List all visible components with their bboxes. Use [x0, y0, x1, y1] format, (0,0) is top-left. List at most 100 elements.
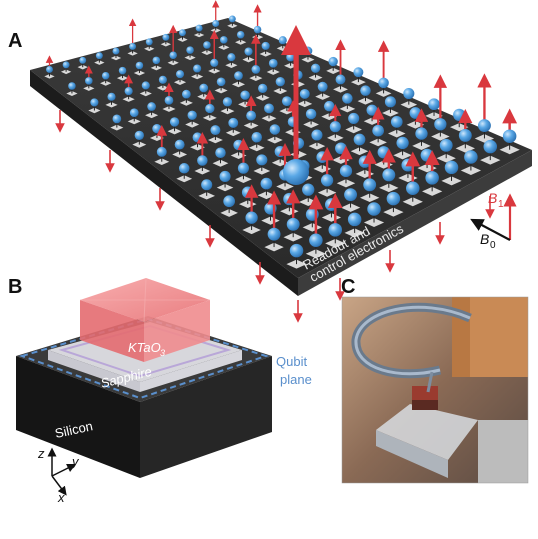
qubit-cell — [110, 114, 124, 131]
qubit-sphere — [169, 117, 180, 127]
qubit-sphere — [406, 181, 420, 195]
qubit-sphere — [367, 202, 381, 216]
qubit-sphere — [347, 212, 362, 227]
qubit-sphere — [197, 155, 208, 166]
qubit-sphere — [147, 102, 156, 111]
qubit-sphere — [256, 154, 268, 166]
qubit-cell — [436, 138, 456, 163]
qubit-cell — [133, 61, 146, 76]
qubit-sphere — [320, 174, 334, 187]
qubit-sphere — [175, 70, 185, 79]
qubit-cell — [44, 55, 55, 79]
qubit-cell — [357, 85, 374, 105]
qubit-pad — [220, 108, 235, 115]
qubit-cell — [480, 139, 501, 165]
qubit-cell — [383, 191, 404, 217]
qubit-cell — [266, 58, 280, 75]
qubit-sphere — [237, 162, 249, 174]
qubit-cell — [283, 189, 303, 242]
qubit-sphere — [372, 124, 384, 137]
qubit-cell — [412, 108, 431, 150]
qubit-sphere — [90, 98, 99, 107]
qubit-sphere — [215, 147, 226, 159]
qubit-pad — [225, 129, 241, 137]
qubit-sphere — [444, 160, 459, 175]
qubit-cell — [83, 65, 95, 91]
qubit-sphere — [101, 71, 110, 80]
qubit-sphere — [158, 75, 167, 84]
qubit-cell — [132, 130, 147, 148]
bottom-arrows — [55, 110, 495, 323]
qubit-cell — [400, 87, 418, 109]
qubit-cell — [139, 81, 152, 97]
qubit-cell — [167, 24, 179, 66]
qubit-cell — [225, 117, 241, 137]
x-axis — [51, 475, 67, 496]
qubit-pad — [336, 179, 356, 188]
qubit-cell — [242, 184, 261, 235]
qubit-sphere — [439, 138, 453, 152]
qubit-sphere — [261, 41, 270, 50]
qubit-cell — [369, 106, 387, 147]
panel-b-device: KTaO 3 Sapphire Silicon Qubit plane — [16, 277, 312, 478]
qubit-sphere — [353, 133, 366, 146]
qubit-sphere — [396, 136, 409, 150]
qubit-pad — [345, 125, 363, 134]
qubit-cell — [194, 131, 211, 175]
qubit-sphere — [458, 128, 472, 142]
qubit-sphere — [145, 38, 153, 46]
qubit-sphere — [286, 217, 300, 231]
qubit-cell — [315, 81, 331, 100]
qubit-sphere — [409, 107, 422, 119]
qubit-sphere — [95, 52, 103, 60]
qubit-cell — [145, 102, 159, 119]
qubit-pad — [105, 102, 118, 108]
qubit-sphere — [124, 87, 133, 96]
qubit-cell — [255, 83, 270, 101]
qubit-sphere — [258, 83, 268, 94]
panel-a-letter: A — [8, 30, 23, 52]
qubit-cell — [127, 108, 141, 125]
qubit-sphere — [403, 87, 415, 100]
qubit-sphere — [363, 178, 377, 192]
b1-subscript: 1 — [498, 199, 504, 210]
qubit-cell — [242, 47, 255, 63]
qubit-sphere — [169, 51, 177, 59]
qubit-sphere — [234, 71, 243, 80]
field-axes: B 1 B 0 — [470, 190, 517, 251]
qubit-sphere — [305, 108, 317, 120]
qubit-cell — [177, 29, 188, 42]
qubit-sphere — [112, 114, 122, 124]
qubit-cell — [253, 154, 271, 175]
b0-label: B — [480, 231, 489, 247]
qubit-array — [44, 0, 520, 269]
qubit-sphere — [353, 67, 364, 78]
qubit-sphere — [386, 191, 401, 206]
qubit-sphere — [428, 98, 440, 111]
qubit-sphere — [378, 77, 389, 89]
qubit-sphere — [222, 97, 233, 107]
b0-subscript: 0 — [490, 240, 496, 251]
qubit-sphere — [335, 142, 347, 155]
qubit-sphere — [152, 123, 162, 134]
qubit-sphere — [323, 100, 335, 112]
axis-triad — [47, 447, 77, 496]
qubit-cell — [425, 98, 443, 120]
qubit-cell — [379, 148, 399, 193]
qubit-sphere — [178, 163, 190, 174]
qubit-sphere — [328, 56, 338, 67]
qubit-sphere — [156, 146, 167, 157]
qubit-sphere — [216, 77, 226, 87]
qubit-cell — [105, 92, 118, 108]
qubit-cell — [227, 15, 238, 29]
qubit-cell — [249, 34, 263, 82]
qubit-cell — [60, 61, 72, 75]
qubit-sphere — [360, 85, 371, 96]
crystal-subscript: 3 — [160, 348, 165, 358]
qubit-sphere — [339, 164, 353, 178]
qubit-sphere — [384, 96, 396, 108]
crystal-left-face — [80, 300, 144, 362]
qubit-sphere — [483, 139, 498, 154]
qubit-sphere — [264, 103, 274, 114]
qubit-cell — [264, 190, 284, 252]
